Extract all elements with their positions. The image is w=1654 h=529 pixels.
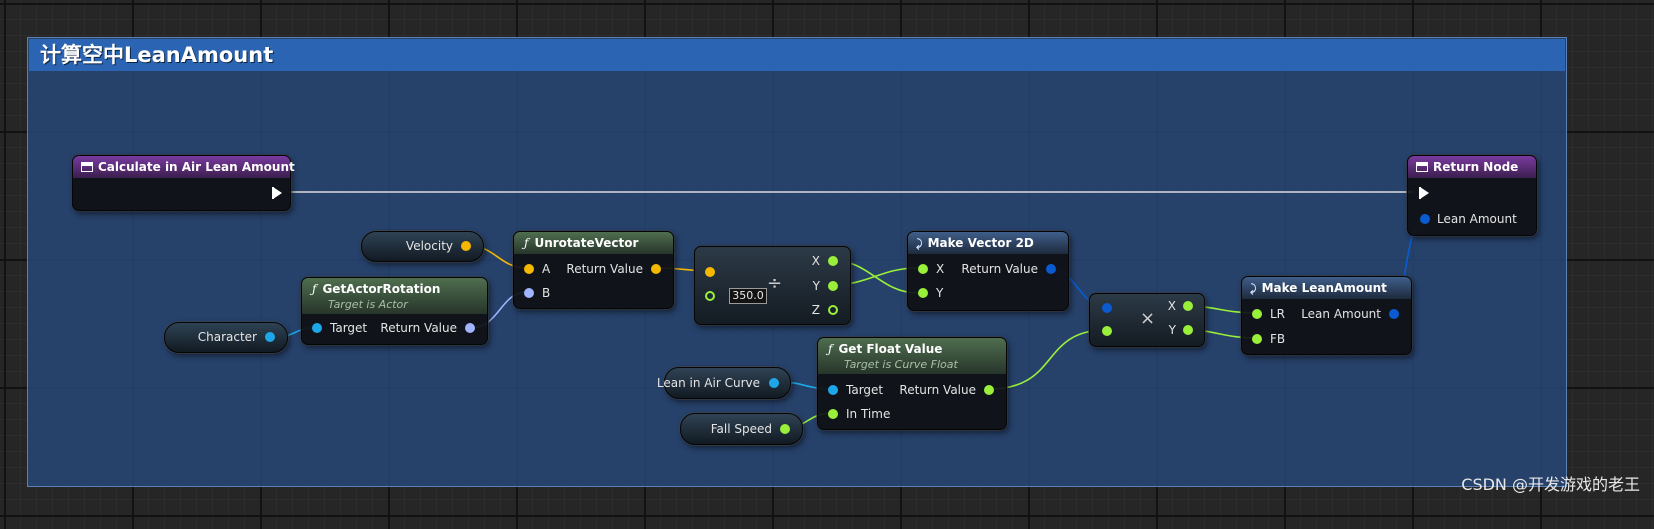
divide-symbol: ÷ (767, 273, 783, 294)
get-float-value-title: Get Float Value (838, 342, 943, 356)
lr-in-pin[interactable] (1252, 309, 1262, 319)
get-actor-rotation-title: GetActorRotation (322, 282, 441, 296)
b-in-pin[interactable] (524, 288, 534, 298)
lean-amount-in-pin[interactable] (1420, 214, 1430, 224)
fb-in-pin[interactable] (1252, 334, 1262, 344)
in-time-label: In Time (846, 407, 891, 421)
make-lean-amount-title: Make LeanAmount (1261, 281, 1387, 295)
return-node-title: Return Node (1433, 160, 1519, 174)
multiply-node[interactable]: × X Y (1089, 293, 1205, 347)
function-entry-icon (81, 162, 93, 172)
a-label: A (542, 262, 551, 276)
function-icon: ƒ (524, 236, 529, 250)
float-out-pin[interactable] (984, 385, 994, 395)
velocity-label: Velocity (405, 239, 453, 253)
z-label: Z (811, 303, 820, 317)
lean-amount-out-pin[interactable] (1389, 309, 1399, 319)
fb-label: FB (1270, 332, 1286, 346)
velocity-out-pin[interactable] (461, 241, 471, 251)
multiply-a-in-pin[interactable] (1102, 303, 1112, 313)
y-label: Y (1168, 323, 1176, 337)
lean-in-air-curve-variable-node[interactable]: Lean in Air Curve (657, 367, 791, 399)
y-label: Y (936, 286, 944, 300)
divide-a-in-pin[interactable] (705, 267, 715, 277)
lean-amount-label: Lean Amount (1301, 307, 1381, 321)
multiply-symbol: × (1140, 308, 1156, 329)
make-struct-icon: ⤸ (1250, 282, 1257, 295)
rotation-out-pin[interactable] (465, 323, 475, 333)
y-label: Y (812, 279, 820, 293)
exec-in-pin[interactable] (1419, 187, 1429, 199)
return-value-label: Return Value (899, 383, 976, 397)
x-label: X (1167, 299, 1176, 313)
curve-out-pin[interactable] (769, 378, 779, 388)
lean-in-air-curve-label: Lean in Air Curve (656, 376, 760, 390)
calculate-node-title: Calculate in Air Lean Amount (98, 160, 295, 174)
fall-speed-variable-node[interactable]: Fall Speed (680, 413, 803, 445)
unrotate-vector-node[interactable]: ƒ UnrotateVector A B Return Value (513, 231, 674, 309)
x-in-pin[interactable] (918, 264, 928, 274)
comment-header[interactable] (29, 39, 1565, 71)
vector-out-pin[interactable] (651, 264, 661, 274)
target-in-pin[interactable] (828, 385, 838, 395)
multiply-b-in-pin[interactable] (1102, 326, 1112, 336)
divide-value-input[interactable]: 350.0 (729, 288, 767, 304)
fall-speed-out-pin[interactable] (780, 424, 790, 434)
function-result-icon (1416, 162, 1428, 172)
a-in-pin[interactable] (524, 264, 534, 274)
z-out-pin[interactable] (828, 305, 838, 315)
in-time-in-pin[interactable] (828, 409, 838, 419)
get-float-value-subtitle: Target is Curve Float (844, 358, 958, 371)
make-vector-2d-node[interactable]: ⤸ Make Vector 2D X Y Return Value (907, 231, 1069, 311)
vector2d-out-pin[interactable] (1046, 264, 1056, 274)
watermark: CSDN @开发游戏的老王 (1461, 475, 1640, 494)
target-in-pin[interactable] (312, 323, 322, 333)
make-struct-icon: ⤸ (916, 237, 923, 250)
character-variable-node[interactable]: Character (164, 322, 288, 353)
x-out-pin[interactable] (828, 256, 838, 266)
character-out-pin[interactable] (265, 332, 275, 342)
target-label: Target (846, 383, 884, 397)
x-label: X (811, 254, 820, 268)
return-node[interactable]: Return Node Lean Amount (1407, 155, 1537, 236)
y-out-pin[interactable] (828, 281, 838, 291)
return-value-label: Return Value (566, 262, 643, 276)
target-label: Target (330, 321, 368, 335)
x-label: X (936, 262, 945, 276)
y-in-pin[interactable] (918, 288, 928, 298)
calculate-node[interactable]: Calculate in Air Lean Amount (72, 155, 295, 211)
make-vector-2d-title: Make Vector 2D (927, 236, 1034, 250)
y-out-pin[interactable] (1183, 325, 1193, 335)
lr-label: LR (1270, 307, 1286, 321)
exec-out-pin[interactable] (272, 187, 282, 199)
get-actor-rotation-subtitle: Target is Actor (328, 298, 408, 311)
get-actor-rotation-node[interactable]: ƒ GetActorRotation Target is Actor Target… (301, 277, 488, 345)
unrotate-vector-title: UnrotateVector (534, 236, 639, 250)
character-label: Character (197, 330, 257, 344)
divide-b-in-pin[interactable] (705, 291, 715, 301)
comment-title: 计算空中LeanAmount (40, 43, 274, 67)
lean-amount-label: Lean Amount (1437, 212, 1517, 226)
wire-float-to-multiply (988, 329, 1107, 390)
return-value-label: Return Value (380, 321, 457, 335)
divide-node[interactable]: ÷ X Y Z (694, 246, 851, 325)
function-icon: ƒ (828, 342, 833, 356)
b-label: B (542, 286, 551, 300)
function-icon: ƒ (312, 282, 317, 296)
make-lean-amount-node[interactable]: ⤸ Make LeanAmount LR FB Lean Amount (1241, 276, 1412, 355)
fall-speed-label: Fall Speed (710, 422, 772, 436)
velocity-variable-node[interactable]: Velocity (361, 231, 484, 262)
x-out-pin[interactable] (1183, 301, 1193, 311)
return-value-label: Return Value (961, 262, 1038, 276)
get-float-value-node[interactable]: ƒ Get Float Value Target is Curve Float T… (817, 337, 1007, 430)
